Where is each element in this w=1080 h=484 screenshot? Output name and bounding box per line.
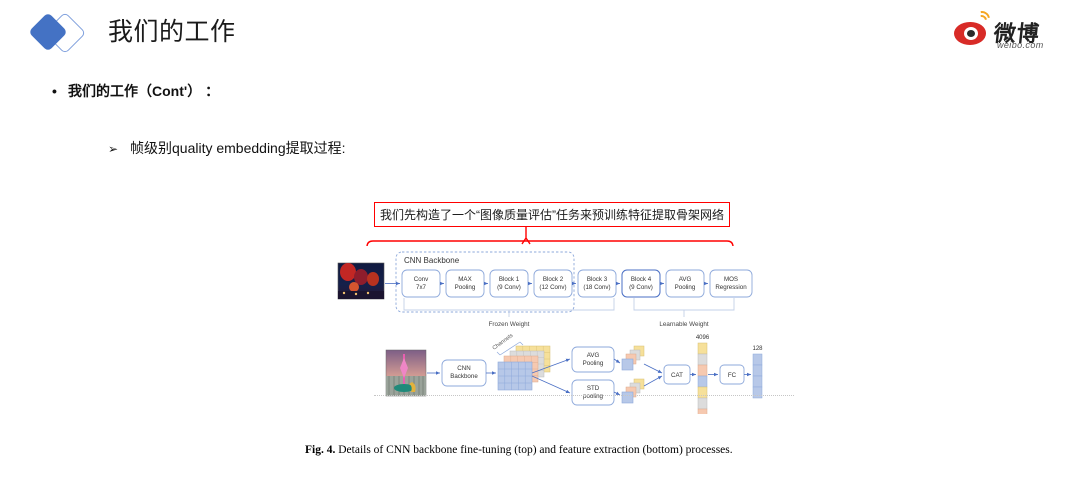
bullet-level1: • 我们的工作（Cont'） ： (52, 81, 219, 101)
block-label-line2: Pooling (675, 284, 696, 291)
avg-pool-label-line2: Pooling (583, 360, 604, 367)
frozen-weight-brace (403, 298, 615, 317)
pipeline-block-block2: Block 2 (12 Conv) (533, 269, 573, 298)
block-label-line2: (9 Conv) (629, 284, 653, 291)
bullet-marker-arrow: ➢ (108, 142, 119, 156)
red-bracket-connector (366, 227, 734, 253)
std-pooled-cubes (621, 378, 645, 404)
learnable-weight-brace (633, 298, 735, 317)
weibo-eye-pupil-shape (967, 30, 975, 37)
pipeline-block-block4: Block 4 (9 Conv) (621, 269, 661, 298)
fc-box: FC (719, 364, 745, 385)
page-title: 我们的工作 (108, 18, 236, 46)
vector-128-label: 128 (752, 346, 763, 352)
block-label-line1: Block 1 (499, 276, 520, 283)
bullet-level1-text: 我们的工作（Cont'） ： (68, 83, 220, 99)
pipeline-block-block3: Block 3 (18 Conv) (577, 269, 617, 298)
figure-4-container: 我们先构造了一个“图像质量评估”任务来预训练特征提取骨架网络 (300, 190, 800, 480)
cat-box: CAT (663, 364, 691, 385)
cnn-backbone-group-label: CNN Backbone (404, 256, 460, 265)
block-label-line2: (9 Conv) (497, 284, 521, 291)
red-callout-text: 我们先构造了一个“图像质量评估”任务来预训练特征提取骨架网络 (380, 208, 724, 222)
std-pool-label-line2: pooling (583, 393, 604, 400)
backbone-label-line1: CNN (457, 365, 470, 372)
block-label-line1: Conv (414, 276, 429, 283)
channels-label: Channels (492, 333, 515, 352)
weibo-eye-icon (954, 20, 988, 46)
avg-pool-label-line1: AVG (587, 352, 600, 359)
block-label-line1: AVG (679, 276, 692, 283)
bullet-level2-text: 帧级别quality embedding提取过程: (130, 140, 346, 156)
figure-caption-text: Details of CNN backbone fine-tuning (top… (338, 444, 733, 456)
block-label-line1: Block 3 (587, 276, 608, 283)
weibo-logo: 微博 weibo.com (954, 7, 1062, 52)
block-label-line2: (12 Conv) (539, 284, 566, 291)
bullet-level2: ➢ 帧级别quality embedding提取过程: (108, 138, 346, 158)
weibo-domain-label: weibo.com (997, 40, 1044, 50)
cnn-pipeline-svg: CNN Backbone Conv 7x7 MAX Pooling Block … (337, 251, 763, 414)
diagram-card: CNN Backbone Conv 7x7 MAX Pooling Block … (334, 246, 794, 414)
bottom-thumbnail-image (385, 349, 427, 397)
vector-128: 128 (752, 346, 763, 399)
avg-pooling-box: AVG Pooling (571, 346, 615, 373)
figure-caption: Fig. 4. Details of CNN backbone fine-tun… (305, 443, 787, 457)
block-label-line2: (18 Conv) (583, 284, 610, 291)
pipeline-block-mosregression: MOS Regression (709, 269, 753, 298)
vector-4096-label: 4096 (696, 335, 710, 341)
vector-4096: 4096 (696, 335, 710, 414)
red-callout-box: 我们先构造了一个“图像质量评估”任务来预训练特征提取骨架网络 (374, 202, 730, 227)
cat-label: CAT (671, 372, 683, 379)
fc-label: FC (728, 372, 737, 379)
avg-pooled-cubes (621, 345, 645, 371)
weibo-signal-icon (970, 7, 994, 31)
learnable-weight-label: Learnable Weight (659, 321, 708, 328)
block-label-line1: Block 2 (543, 276, 564, 283)
std-pool-label-line1: STD (587, 385, 600, 392)
bottom-flow-arrows (427, 358, 751, 396)
block-label-line2: Regression (715, 284, 747, 291)
pipeline-block-maxpooling: MAX Pooling (445, 269, 485, 298)
block-label-line1: MAX (458, 276, 471, 283)
bottom-cnn-backbone-box: CNN Backbone (441, 359, 487, 387)
figure-caption-label: Fig. 4. (305, 444, 336, 456)
feature-map-stack (497, 345, 551, 391)
pipeline-block-block1: Block 1 (9 Conv) (489, 269, 529, 298)
pipeline-block-avgpooling: AVG Pooling (665, 269, 705, 298)
std-pooling-box: STD pooling (571, 379, 615, 406)
backbone-label-line2: Backbone (450, 373, 478, 380)
block-label-line2: Pooling (455, 284, 476, 291)
diamond-logo-icon (16, 8, 96, 56)
frozen-weight-label: Frozen Weight (489, 321, 530, 328)
block-label-line1: MOS (724, 276, 738, 283)
top-thumbnail-image (337, 262, 385, 300)
pipeline-block-conv7x7: Conv 7x7 (401, 269, 441, 298)
bullet-marker-dot: • (52, 83, 57, 99)
slide-header: 我们的工作 微博 weibo.com (0, 0, 1080, 64)
block-label-line1: Block 4 (631, 276, 652, 283)
diagram-divider (374, 395, 794, 396)
block-label-line2: 7x7 (416, 284, 427, 291)
